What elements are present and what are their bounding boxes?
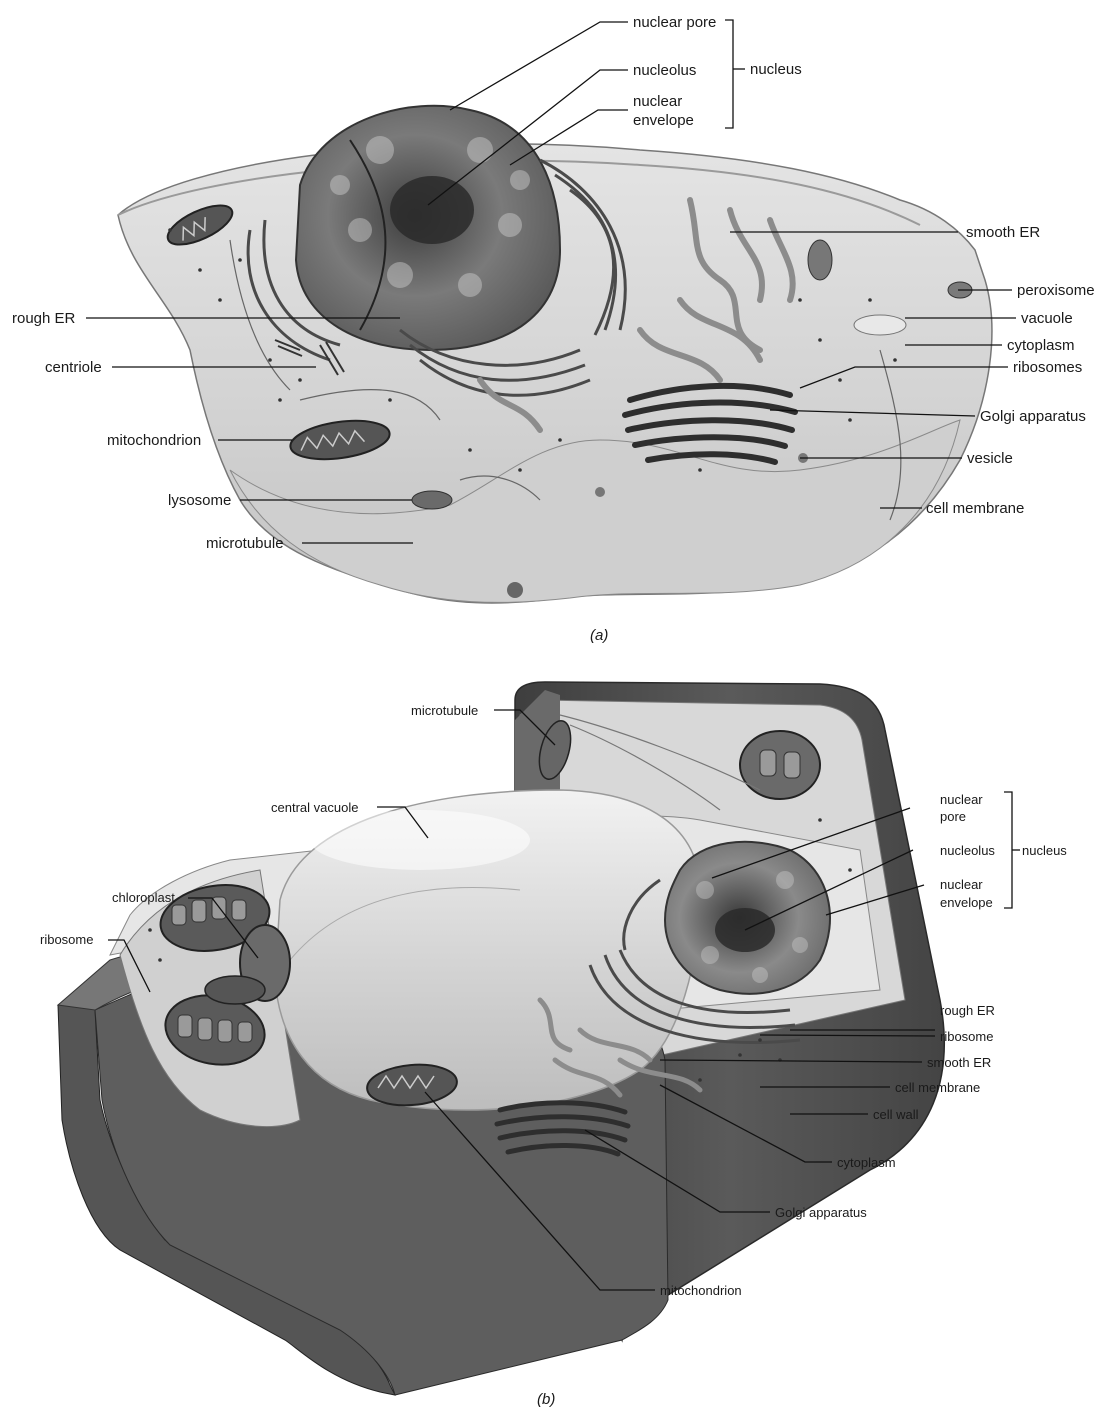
label-b-mitochondrion: mitochondrion [660,1283,742,1298]
label-a-nuclear-envelope-line1: nuclear [633,93,682,110]
label-a-nucleolus: nucleolus [633,62,696,79]
label-a-centriole: centriole [45,359,102,376]
label-b-ribosome-left: ribosome [40,932,93,947]
label-b-cytoplasm: cytoplasm [837,1155,896,1170]
caption-b: (b) [537,1391,555,1408]
label-a-rough-er: rough ER [12,310,76,327]
panel-b-illustration [58,682,944,1395]
label-a-nuclear-envelope-line2: envelope [633,112,694,129]
panel-a-illustration [118,106,992,603]
label-b-ribosome: ribosome [940,1029,993,1044]
label-a-smooth-er: smooth ER [966,224,1040,241]
label-a-microtubule: microtubule [206,535,284,552]
label-a-nuclear-pore: nuclear pore [633,14,716,31]
label-a-cytoplasm: cytoplasm [1007,337,1075,354]
label-a-golgi: Golgi apparatus [980,408,1086,425]
label-b-nuclear-pore-line2: pore [940,809,966,824]
label-b-golgi: Golgi apparatus [775,1205,867,1220]
label-a-lysosome: lysosome [168,492,231,509]
label-b-cell-membrane: cell membrane [895,1080,980,1095]
animal-vacuole [854,315,906,335]
plant-nucleus [665,842,830,994]
label-a-ribosomes: ribosomes [1013,359,1082,376]
label-b-central-vacuole: central vacuole [271,800,358,815]
animal-nucleus [296,106,560,350]
caption-a: (a) [590,627,608,644]
label-b-nuclear-envelope-line2: envelope [940,895,993,910]
label-a-vacuole: vacuole [1021,310,1073,327]
label-a-nucleus: nucleus [750,61,802,78]
label-a-vesicle: vesicle [967,450,1013,467]
label-b-smooth-er: smooth ER [927,1055,991,1070]
label-b-chloroplast: chloroplast [112,890,175,905]
label-b-nucleus: nucleus [1022,843,1067,858]
label-a-mitochondrion: mitochondrion [107,432,201,449]
label-a-cell-membrane: cell membrane [926,500,1024,517]
label-b-cell-wall: cell wall [873,1107,919,1122]
label-a-peroxisome: peroxisome [1017,282,1095,299]
label-b-nuclear-pore-line1: nuclear [940,792,983,807]
animal-lysosome [412,491,452,509]
label-b-nuclear-envelope-line1: nuclear [940,877,983,892]
label-b-nucleolus: nucleolus [940,843,995,858]
label-b-rough-er: rough ER [940,1003,995,1018]
label-b-microtubule: microtubule [411,703,478,718]
